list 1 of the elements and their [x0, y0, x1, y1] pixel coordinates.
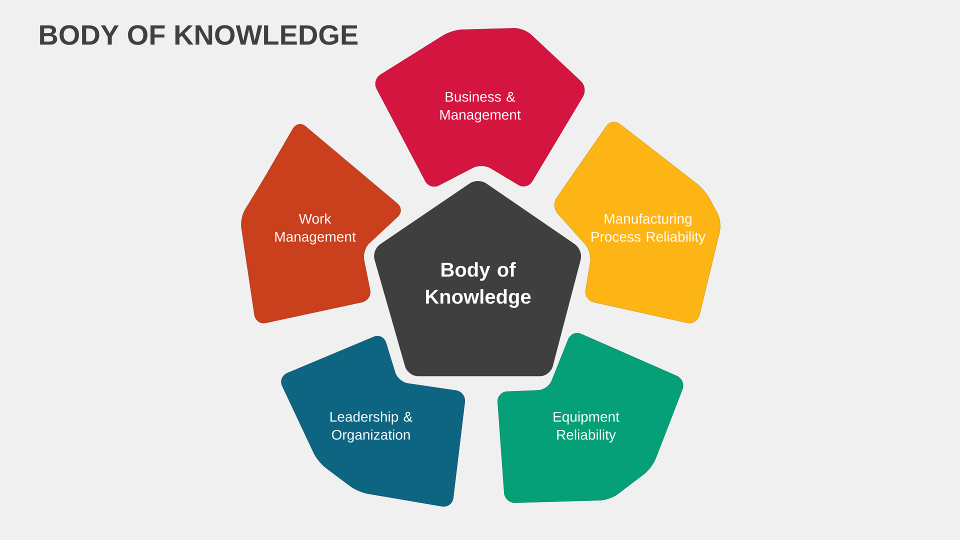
title: BODY OF KNOWLEDGE	[40, 25, 358, 45]
